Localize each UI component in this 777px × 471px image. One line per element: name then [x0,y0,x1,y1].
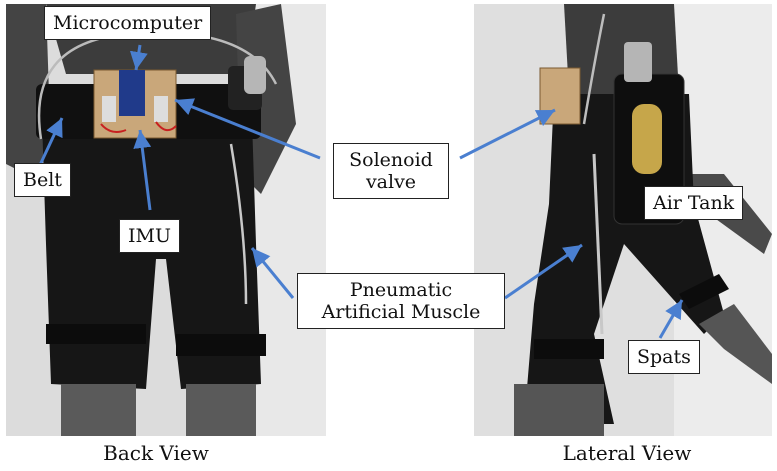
lateral-spats-strap [534,339,604,359]
lateral-view-illustration [474,4,772,436]
label-solenoid-line2: valve [365,171,417,193]
spats-strap-left [46,324,146,344]
label-microcomputer: Microcomputer [44,6,212,40]
caption-lateral-view: Lateral View [562,441,692,465]
label-belt-text: Belt [23,169,62,191]
caption-back-view: Back View [103,441,209,465]
label-imu-text: IMU [128,225,171,247]
microcomputer-chip [119,70,145,116]
air-tank-canister [632,104,662,174]
label-imu: IMU [119,219,180,253]
mannequin-right-leg [186,384,256,436]
lateral-regulator [624,42,652,82]
lateral-view-photo [474,4,772,436]
label-spats: Spats [628,340,700,374]
lateral-tube-top [582,13,606,125]
solenoid-valve-right [154,96,168,122]
label-spats-text: Spats [637,346,691,368]
label-solenoid-valve: Solenoid valve [333,143,449,199]
label-air-tank-text: Air Tank [653,192,735,214]
gas-canister [244,56,266,94]
spats-strap-right [176,334,266,356]
label-air-tank: Air Tank [644,186,744,220]
lateral-spats-strap-knee [679,274,729,309]
label-pneumatic-artificial-muscle: Pneumatic Artificial Muscle [297,273,505,329]
label-microcomputer-text: Microcomputer [53,12,203,34]
label-pneumatic-line1: Pneumatic [349,279,453,301]
lateral-muscle-tube [592,153,604,335]
solenoid-valve-left [102,96,116,122]
mannequin-left-leg [61,384,136,436]
label-belt: Belt [14,163,71,197]
label-pneumatic-line2: Artificial Muscle [321,301,481,323]
lateral-board [539,67,581,125]
air-tube-muscle [229,143,248,305]
lateral-lower-leg [699,304,772,384]
wires [100,121,177,133]
lateral-lower-leg-left [514,384,604,436]
label-solenoid-line1: Solenoid [349,149,433,171]
